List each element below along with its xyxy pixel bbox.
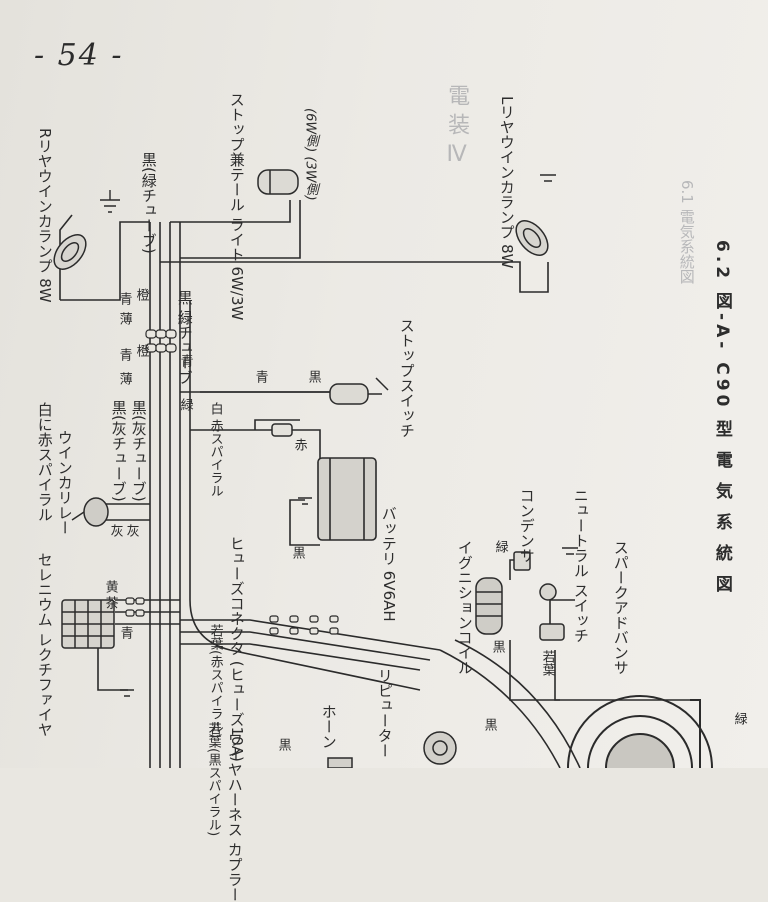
r-winker-label: Rリヤウインカランプ 8W: [35, 128, 54, 303]
ground-symbol: [562, 547, 578, 555]
battery: [317, 457, 377, 541]
wiring-diagram: [53, 169, 713, 768]
tail-wire: [180, 200, 301, 259]
wire-label-grey-2: 灰: [123, 524, 139, 537]
stop-tail-lamp: [257, 169, 299, 195]
white-red-spiral-label-2: 白 赤スパイラル: [207, 402, 223, 498]
black-grey-tube-label: 黒(灰チューブ): [109, 400, 128, 502]
neutral-switch-label: ニュートラル スイッチ: [571, 488, 590, 643]
battery-label: バッテリ 6V6AH: [379, 506, 398, 622]
ignition-wire: [180, 631, 431, 661]
fuse-wire: [254, 419, 300, 430]
fuse-connector: [271, 423, 293, 437]
wire-label-black-3: 黒: [489, 640, 505, 653]
horn: [423, 731, 457, 765]
neutral-switch: [539, 583, 565, 641]
white-red-spiral-label: 白に赤スパイラル: [35, 402, 54, 522]
repeater: [327, 757, 353, 768]
ignition-coil: [475, 577, 503, 635]
r-winker-lamp: [53, 234, 87, 270]
ground-symbol: [298, 497, 312, 505]
rectifier-wire: [97, 648, 128, 691]
young-leaf-label: 若葉: [539, 650, 555, 676]
wire-label-green: 緑: [177, 398, 193, 411]
r-winker-wire: [60, 221, 150, 301]
r-winker-wire: [59, 214, 73, 300]
stop-tail-label: ストップ兼テール ライト 6W/3W: [227, 92, 246, 321]
figure-caption: 6.2 図-A- C90 型 電 気 系 統 図: [711, 240, 732, 596]
condenser-label: コンデンサ: [517, 488, 536, 563]
ground-symbol: [100, 190, 120, 213]
tail-wire: [170, 200, 291, 223]
wire-harness-label: ワイヤハーネス カプラー: [225, 732, 244, 902]
l-winker-lamp: [515, 220, 549, 256]
black-green-tube-label: 黒(緑チューブ): [139, 152, 158, 254]
spark-advancer-label: スパークアドバンサ: [611, 540, 630, 675]
winker-relay: [71, 497, 109, 527]
repeater-label: リピューター: [375, 668, 394, 758]
wire-label-green-2: 緑: [492, 540, 508, 553]
black-green-tube-label-2: 黒 緑チューブ: [175, 290, 194, 385]
wire-label-black: 黒: [305, 370, 321, 383]
wire-label-blue-3: 青: [177, 354, 193, 367]
wire-label-red: 赤: [291, 438, 307, 451]
l-winker-label: Lリヤウインカランプ 8W: [497, 96, 516, 269]
black-grey-tube-label-2: 黒(灰チューブ): [129, 400, 148, 502]
harness-arc: [454, 639, 581, 768]
wire-label-black-4: 黒: [275, 738, 291, 751]
harness-connectors: [125, 329, 339, 635]
wire-label-light-blue: 薄: [116, 312, 132, 325]
page-number: - 54 -: [34, 38, 124, 73]
l-winker-wire: [160, 261, 549, 293]
generator: [567, 695, 713, 768]
bleed-through-heading: 電 装 Ⅳ: [444, 84, 470, 167]
wire-label-green-3: 緑: [731, 712, 747, 725]
wire-label-grey: 灰: [107, 524, 123, 537]
young-leaf-red-spiral-label: 若葉(赤スパイラル): [207, 624, 223, 739]
wire-label-black-2: 黒: [289, 546, 305, 559]
ignition-wire: [180, 643, 421, 671]
selenium-rectifier: [61, 599, 115, 649]
wire-label-brown: 茶: [102, 596, 118, 609]
harness-arc: [439, 649, 561, 768]
wire-label-blue-5: 青: [117, 626, 133, 639]
young-leaf-black-spiral-label: 若葉(黒スパイラル): [205, 722, 221, 837]
battery-wire: [289, 499, 320, 546]
wire-label-blue-4: 青: [252, 370, 268, 383]
ground-symbol: [540, 174, 556, 182]
stop-switch: [329, 377, 389, 405]
winker-relay-label: ウインカリレー: [55, 430, 74, 535]
stop-switch-label: ストップスイッチ: [397, 318, 416, 438]
stop-tail-side-label: (6W側) (3W側): [302, 108, 318, 201]
fuse-connector-label: ヒューズコネクタ (ヒューズ10A): [227, 536, 246, 762]
wire-label-yellow: 黄: [102, 580, 118, 593]
wire-label-black-5: 黒: [481, 718, 497, 731]
ignition-wire: [180, 619, 441, 651]
bleed-through-section: 6.1 電気系統図: [677, 180, 696, 284]
wire-label-blue-2: 青: [116, 348, 132, 361]
horn-label: ホーン: [319, 704, 338, 749]
wire-label-light-blue-2: 薄: [116, 372, 132, 385]
ground-symbol: [120, 689, 134, 697]
selenium-rectifier-label: セレニウム レクチファイヤ: [35, 552, 54, 737]
wire-label-orange: 橙: [133, 288, 149, 301]
wire-label-orange-2: 橙: [133, 344, 149, 357]
condenser: [513, 551, 531, 571]
wire-label-blue: 青: [116, 292, 132, 305]
ignition-coil-label: イグニションコイル: [455, 540, 474, 675]
